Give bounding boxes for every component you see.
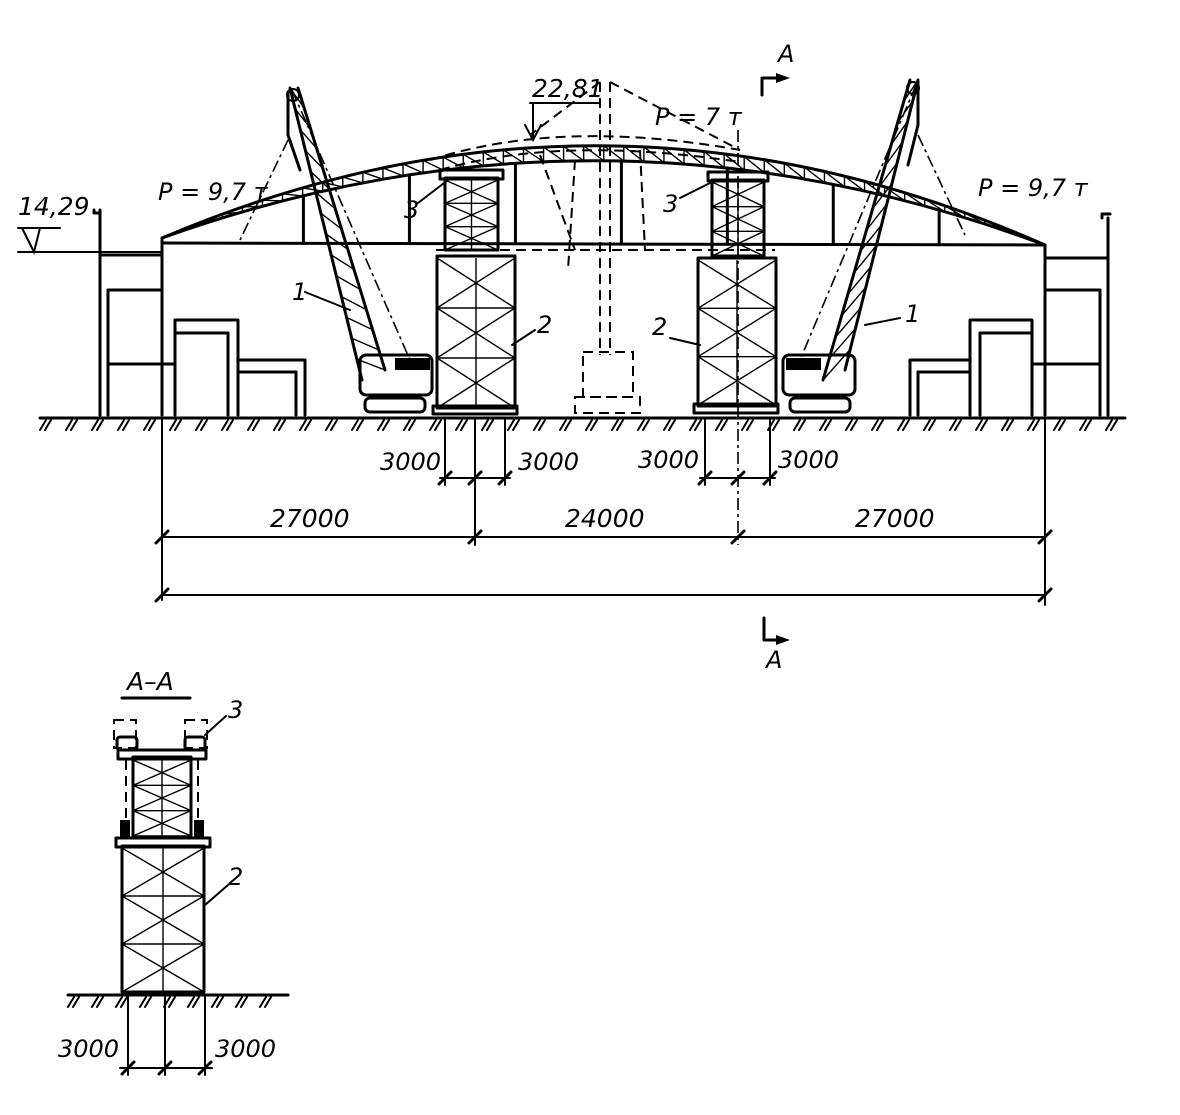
section-callout-subtower: 3 bbox=[228, 696, 243, 724]
level-mark-eaves: 14,29 bbox=[17, 192, 161, 255]
level-mark-crown: 22,81 bbox=[524, 74, 604, 143]
dimension-lines bbox=[154, 417, 1053, 606]
right-scaffold-tower bbox=[692, 170, 780, 415]
arch-truss bbox=[160, 144, 1047, 247]
eaves-level-label: 14,29 bbox=[18, 192, 90, 221]
crown-level-label: 22,81 bbox=[532, 74, 604, 103]
callout-crane-left: 1 bbox=[292, 278, 307, 306]
dim-span-right: 27000 bbox=[855, 504, 935, 533]
left-crane bbox=[239, 86, 434, 414]
left-scaffold-tower bbox=[431, 168, 519, 416]
ground-line bbox=[38, 416, 1127, 431]
section-dim-a: 3000 bbox=[58, 1035, 119, 1063]
dim-tower-left-b: 3000 bbox=[518, 448, 579, 476]
dim-tower-left-a: 3000 bbox=[380, 448, 441, 476]
right-building-frame bbox=[908, 212, 1112, 417]
callout-tower-right: 2 bbox=[652, 313, 667, 341]
callout-subtower-right: 3 bbox=[663, 190, 678, 218]
dim-tower-right-a: 3000 bbox=[638, 446, 699, 474]
section-letter-bottom: А bbox=[764, 646, 782, 674]
dim-span-middle: 24000 bbox=[565, 504, 645, 533]
callouts: 1 1 2 2 3 3 bbox=[292, 179, 920, 346]
section-dim-b: 3000 bbox=[215, 1035, 276, 1063]
right-crane bbox=[781, 78, 966, 414]
callout-crane-right: 1 bbox=[905, 300, 920, 328]
section-title: А–А bbox=[125, 667, 174, 696]
hoisting-scheme bbox=[429, 81, 775, 414]
right-load-label: P = 9,7 т bbox=[978, 174, 1089, 202]
dim-span-left: 27000 bbox=[270, 504, 350, 533]
left-load-label: P = 9,7 т bbox=[158, 178, 269, 206]
center-load-label: P = 7 т bbox=[655, 103, 743, 131]
section-letter-top: А bbox=[776, 40, 794, 68]
callout-tower-left: 2 bbox=[537, 311, 552, 339]
section-aa-view: А–А 3 2 3000 3000 bbox=[58, 667, 290, 1076]
section-callout-tower: 2 bbox=[228, 863, 243, 891]
left-building-frame bbox=[92, 208, 307, 417]
section-mark-bottom: А bbox=[762, 616, 790, 674]
callout-subtower-left: 3 bbox=[404, 196, 419, 224]
dim-tower-right-b: 3000 bbox=[778, 446, 839, 474]
section-mark-top: А bbox=[760, 40, 794, 97]
elevation-view: А А 14,29 22,81 P = 9,7 т P = 9,7 т P = … bbox=[17, 40, 1127, 674]
